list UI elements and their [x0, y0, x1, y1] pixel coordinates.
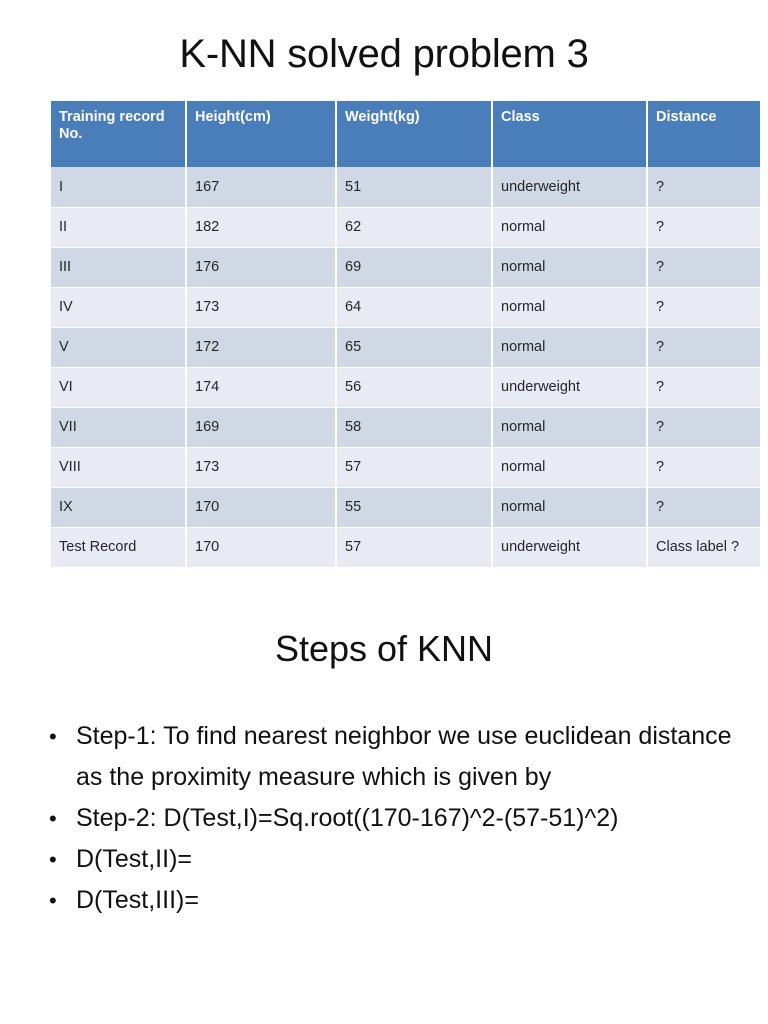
- column-header-weight: Weight(kg): [336, 101, 493, 167]
- cell-height: 170: [186, 487, 337, 528]
- list-item: • Step-1: To find nearest neighbor we us…: [44, 716, 734, 798]
- cell-weight: 58: [336, 407, 493, 448]
- table-header-row: Training record No. Height(cm) Weight(kg…: [51, 101, 760, 167]
- cell-height: 182: [186, 207, 337, 248]
- cell-distance: ?: [647, 367, 760, 408]
- steps-bullet-list: • Step-1: To find nearest neighbor we us…: [44, 716, 734, 921]
- cell-class: normal: [492, 447, 648, 488]
- cell-distance: ?: [647, 167, 760, 208]
- cell-distance: ?: [647, 327, 760, 368]
- cell-distance: ?: [647, 247, 760, 288]
- cell-weight: 62: [336, 207, 493, 248]
- training-data-table: Training record No. Height(cm) Weight(kg…: [51, 101, 760, 568]
- cell-class: normal: [492, 207, 648, 248]
- table-row: V 172 65 normal ?: [51, 327, 760, 368]
- cell-distance: ?: [647, 487, 760, 528]
- table-row: II 182 62 normal ?: [51, 207, 760, 248]
- cell-record: Test Record: [51, 527, 187, 568]
- cell-record: IV: [51, 287, 187, 328]
- bullet-point-icon: •: [49, 806, 57, 831]
- cell-weight: 57: [336, 527, 493, 568]
- cell-weight: 51: [336, 167, 493, 208]
- list-item: • D(Test,II)=: [44, 839, 734, 880]
- cell-record: V: [51, 327, 187, 368]
- cell-record: VIII: [51, 447, 187, 488]
- table-row: IX 170 55 normal ?: [51, 487, 760, 528]
- cell-distance: ?: [647, 207, 760, 248]
- column-header-height: Height(cm): [186, 101, 337, 167]
- cell-height: 172: [186, 327, 337, 368]
- cell-height: 170: [186, 527, 337, 568]
- cell-distance: ?: [647, 407, 760, 448]
- cell-weight: 65: [336, 327, 493, 368]
- cell-record: I: [51, 167, 187, 208]
- cell-height: 169: [186, 407, 337, 448]
- cell-distance: ?: [647, 447, 760, 488]
- table-row: I 167 51 underweight ?: [51, 167, 760, 208]
- table-row: IV 173 64 normal ?: [51, 287, 760, 328]
- cell-record: VII: [51, 407, 187, 448]
- cell-class: normal: [492, 287, 648, 328]
- list-item-label: Step-2: D(Test,I)=Sq.root((170-167)^2-(5…: [76, 804, 619, 832]
- list-item-label: Step-1: To find nearest neighbor we use …: [76, 722, 732, 791]
- cell-height: 173: [186, 447, 337, 488]
- list-item-label: D(Test,III)=: [76, 886, 199, 914]
- cell-record: IX: [51, 487, 187, 528]
- list-item-label: D(Test,II)=: [76, 845, 192, 873]
- cell-class: normal: [492, 487, 648, 528]
- cell-record: II: [51, 207, 187, 248]
- table-row: III 176 69 normal ?: [51, 247, 760, 288]
- cell-class: normal: [492, 407, 648, 448]
- table-row: VI 174 56 underweight ?: [51, 367, 760, 408]
- cell-weight: 69: [336, 247, 493, 288]
- cell-weight: 57: [336, 447, 493, 488]
- cell-class: normal: [492, 327, 648, 368]
- cell-height: 167: [186, 167, 337, 208]
- cell-class: underweight: [492, 367, 648, 408]
- cell-class: normal: [492, 247, 648, 288]
- cell-weight: 56: [336, 367, 493, 408]
- cell-weight: 64: [336, 287, 493, 328]
- table-row: VII 169 58 normal ?: [51, 407, 760, 448]
- cell-record: III: [51, 247, 187, 288]
- cell-height: 176: [186, 247, 337, 288]
- cell-record: VI: [51, 367, 187, 408]
- table-row-test-record: Test Record 170 57 underweight Class lab…: [51, 527, 760, 568]
- list-item: • D(Test,III)=: [44, 880, 734, 921]
- column-header-distance: Distance: [647, 101, 760, 167]
- cell-weight: 55: [336, 487, 493, 528]
- cell-height: 173: [186, 287, 337, 328]
- table-body: I 167 51 underweight ? II 182 62 normal …: [51, 167, 760, 568]
- cell-class: underweight: [492, 167, 648, 208]
- cell-distance: Class label ?: [647, 527, 760, 568]
- column-header-class: Class: [492, 101, 648, 167]
- cell-class: underweight: [492, 527, 648, 568]
- bullet-point-icon: •: [49, 888, 57, 913]
- bullet-point-icon: •: [49, 847, 57, 872]
- section-heading-steps-of-knn: Steps of KNN: [274, 628, 494, 669]
- bullet-point-icon: •: [49, 724, 57, 749]
- page-title: K-NN solved problem 3: [179, 32, 589, 76]
- column-header-training-record-no: Training record No.: [51, 101, 187, 167]
- cell-height: 174: [186, 367, 337, 408]
- list-item: • Step-2: D(Test,I)=Sq.root((170-167)^2-…: [44, 798, 734, 839]
- cell-distance: ?: [647, 287, 760, 328]
- table-row: VIII 173 57 normal ?: [51, 447, 760, 488]
